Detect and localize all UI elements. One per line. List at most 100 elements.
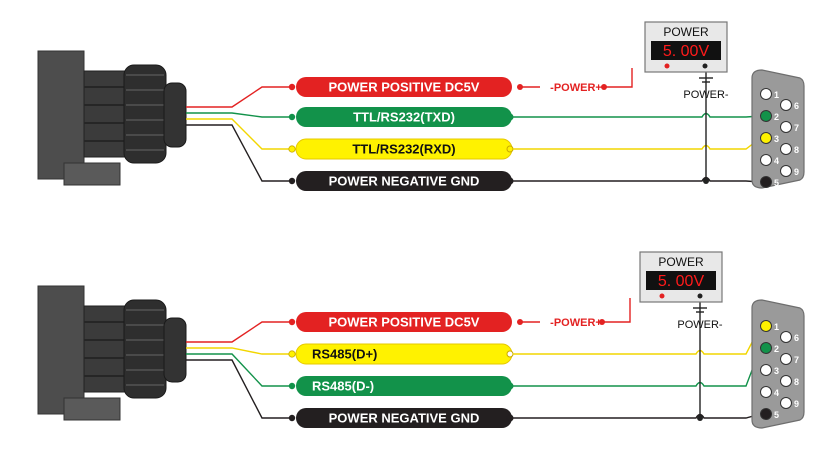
power-minus-label: POWER-: [683, 89, 729, 101]
db9-pin-label: 4: [774, 156, 779, 166]
db9-pin-6: [780, 331, 792, 343]
wire-to-meter: [602, 298, 631, 323]
wire-dot: [506, 177, 514, 185]
db9-pin-label: 2: [774, 344, 779, 354]
wire-dot: [599, 319, 605, 325]
signal-label: RS485(D+): [312, 347, 377, 362]
db9-pin-8: [780, 375, 792, 387]
device-body: [37, 50, 85, 180]
db9-pin-8: [780, 143, 792, 155]
meter-negative-terminal: [702, 63, 708, 69]
signal-pill-4: [296, 171, 512, 191]
db9-pin-9: [780, 165, 792, 177]
voltmeter-reading: 5. 00V: [658, 273, 705, 290]
signal-label: POWER NEGATIVE GND: [329, 411, 480, 426]
meter-positive-terminal: [659, 293, 665, 299]
db9-pin-6: [780, 99, 792, 111]
wire-green: [186, 112, 292, 118]
wire-red: [186, 86, 292, 108]
wire-yellow: [186, 347, 292, 355]
wire-to-meter: [604, 68, 633, 88]
wiring-diagram-2: POWER POSITIVE DC5V RS485(D+) RS485(D-) POW…: [37, 251, 805, 429]
wire-dot: [506, 414, 514, 422]
wire-red: [186, 321, 292, 343]
db9-pin-label: 7: [794, 123, 799, 133]
signal-label: TTL/RS232(TXD): [353, 110, 455, 125]
meter-positive-terminal: [664, 63, 670, 69]
db9-pin-7: [780, 353, 792, 365]
db9-pin-3: [760, 132, 772, 144]
signal-pill-1: [296, 312, 512, 332]
power-plus-label: -POWER+: [550, 317, 602, 329]
wire-yellow-to-pin: [513, 137, 761, 150]
gland-nut: [83, 70, 127, 158]
gland-nut: [83, 305, 127, 393]
db9-pin-label: 7: [794, 355, 799, 365]
signal-label: POWER NEGATIVE GND: [329, 174, 480, 189]
db9-pin-label: 3: [774, 134, 779, 144]
db9-pin-2: [760, 342, 772, 354]
device-body: [37, 285, 85, 415]
voltmeter-display: [646, 271, 716, 290]
sensor-device: [37, 285, 187, 421]
wire-dot: [506, 350, 514, 358]
signal-pill-3: [296, 376, 512, 396]
wire-dot: [506, 382, 514, 390]
db9-pin-label: 9: [794, 399, 799, 409]
db9-pin-label: 6: [794, 101, 799, 111]
wire-end-dot: [288, 350, 296, 358]
signal-label: POWER POSITIVE DC5V: [329, 315, 480, 330]
db9-pin-4: [760, 386, 772, 398]
wire-end-dot: [288, 145, 296, 153]
device-base: [63, 162, 121, 186]
signal-label: POWER POSITIVE DC5V: [329, 80, 480, 95]
signal-pill-2: [296, 107, 512, 127]
db9-pin-label: 6: [794, 333, 799, 343]
db9-pin-label: 2: [774, 112, 779, 122]
wire-black-to-pin: [513, 176, 761, 183]
wiring-diagram-1: POWER POSITIVE DC5V TTL/RS232(TXD) TTL/RS2…: [37, 21, 805, 191]
wire-black-to-pin: [513, 413, 761, 419]
wire-black: [186, 124, 292, 182]
power-plus-label: -POWER+: [550, 82, 602, 94]
wire-end-dot: [288, 177, 296, 185]
gland-cap: [123, 64, 167, 164]
signal-label: RS485(D-): [312, 379, 374, 394]
signal-label: TTL/RS232(RXD): [352, 142, 455, 157]
db9-pin-label: 1: [774, 322, 779, 332]
db9-pin-9: [780, 397, 792, 409]
wire-end-dot: [288, 414, 296, 422]
db9-pin-label: 9: [794, 167, 799, 177]
ground-junction-dot: [697, 415, 703, 421]
wire-dot: [506, 145, 514, 153]
db9-pin-7: [780, 121, 792, 133]
wire-end-dot: [288, 318, 296, 326]
wire-end-dot: [288, 113, 296, 121]
wire-yellow-to-pin: [513, 325, 762, 355]
db9-pin-2: [760, 110, 772, 122]
voltmeter-display: [651, 41, 721, 60]
signal-pill-4: [296, 408, 512, 428]
wire-dot: [506, 113, 514, 121]
wire-dot: [601, 84, 607, 90]
voltmeter-title: POWER: [658, 255, 704, 269]
db9-pin-1: [760, 320, 772, 332]
cable-sleeve: [163, 317, 187, 383]
wire-green: [186, 353, 292, 387]
gland-cap: [123, 299, 167, 399]
db9-pin-label: 8: [794, 377, 799, 387]
wire-yellow: [186, 118, 292, 150]
meter-negative-terminal: [697, 293, 703, 299]
wire-green-to-pin: [513, 112, 761, 118]
db9-pin-label: 5: [774, 178, 779, 188]
db9-pin-label: 8: [794, 145, 799, 155]
wire-black: [186, 359, 292, 419]
voltmeter-title: POWER: [663, 25, 709, 39]
db9-pin-5: [760, 176, 772, 188]
device-base: [63, 397, 121, 421]
sensor-device: [37, 50, 187, 186]
wire-end-dot: [288, 83, 296, 91]
db9-pin-label: 5: [774, 410, 779, 420]
db9-pin-label: 4: [774, 388, 779, 398]
